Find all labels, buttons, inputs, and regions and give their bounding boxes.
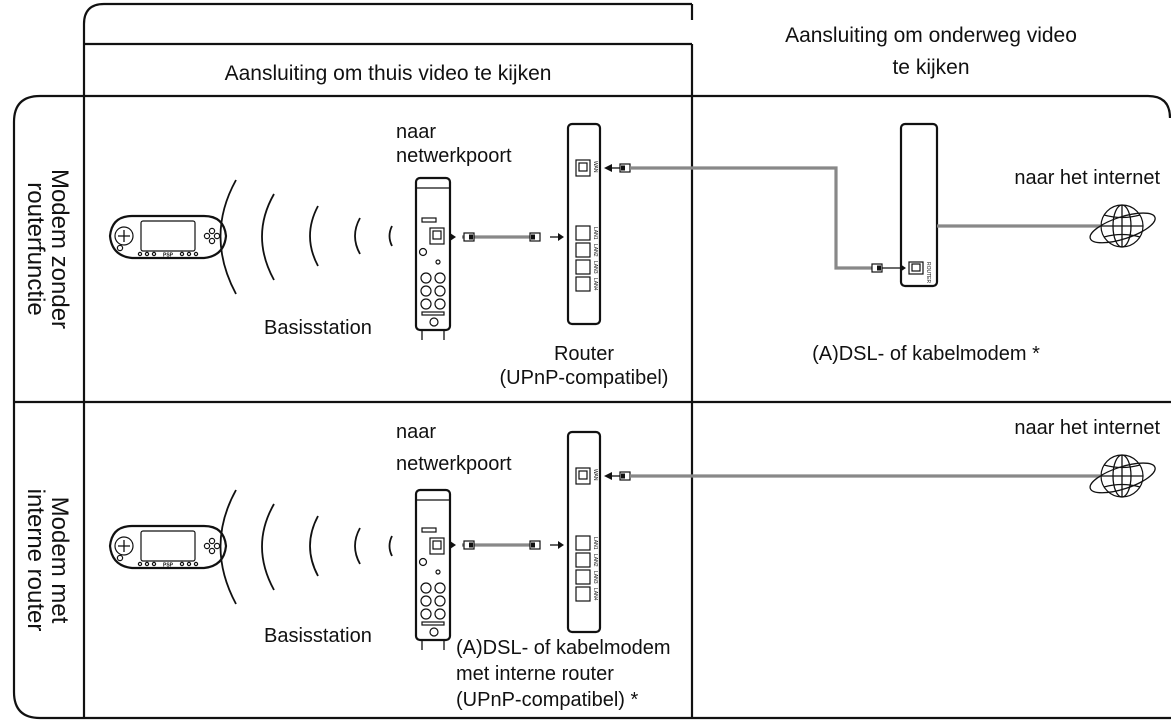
home-header: Aansluiting om thuis video te kijken [225, 62, 552, 85]
psp-console-icon [108, 524, 228, 570]
base-station-icon [414, 176, 452, 340]
svg-text:ROUTER: ROUTER [925, 262, 931, 284]
row1-side-label-line1: Modem zonder [46, 169, 73, 329]
svg-text:LAN4: LAN4 [592, 588, 598, 601]
router-icon: WAN LAN1 LAN2 LAN3 LAN4 [566, 122, 602, 326]
table-frame [12, 2, 1171, 720]
modem-router-icon: WAN LAN1 LAN2 LAN3 LAN4 [566, 430, 602, 634]
lan-cable [450, 232, 564, 242]
row2-internet-label: naar het internet [1014, 417, 1160, 439]
row1-port-label-line2: netwerkpoort [396, 145, 512, 167]
psp-console-icon [108, 214, 228, 260]
wireless-waves-icon [219, 179, 393, 295]
dsl-modem-icon: ROUTER [899, 122, 939, 288]
row2-port-label-line2: netwerkpoort [396, 453, 512, 475]
svg-text:LAN3: LAN3 [592, 261, 598, 274]
row1-basestation-label: Basisstation [264, 317, 372, 339]
lan-cable [450, 540, 564, 550]
row1-router-label-line1: Router [554, 343, 614, 365]
wan-cable [604, 163, 906, 273]
row2-side-label-line1: Modem met [46, 497, 73, 624]
row1-router-label-line2: (UPnP-compatibel) [500, 367, 669, 389]
wireless-waves-icon [219, 489, 393, 605]
row1-port-label-line1: naar [396, 121, 436, 143]
row2-port-label-line1: naar [396, 421, 436, 443]
row2-router-label-line3: (UPnP-compatibel) * [456, 689, 639, 711]
svg-text:LAN2: LAN2 [592, 554, 598, 567]
away-header-line2: te kijken [892, 56, 969, 79]
svg-text:LAN1: LAN1 [592, 537, 598, 550]
row2-router-label-line2: met interne router [456, 663, 614, 685]
svg-text:LAN1: LAN1 [592, 227, 598, 240]
svg-text:WAN: WAN [592, 469, 598, 481]
row1-side-label-line2: routerfunctie [22, 182, 49, 315]
svg-text:WAN: WAN [592, 161, 598, 173]
row2-side-label-line2: interne router [22, 489, 49, 632]
svg-text:LAN4: LAN4 [592, 278, 598, 291]
base-station-icon [414, 488, 452, 650]
row2-router-label-line1: (A)DSL- of kabelmodem [456, 637, 671, 659]
row1-internet-label: naar het internet [1014, 167, 1160, 189]
wan-cable [604, 471, 1100, 481]
svg-text:LAN3: LAN3 [592, 571, 598, 584]
row2-basestation-label: Basisstation [264, 625, 372, 647]
away-header-line1: Aansluiting om onderweg video [785, 24, 1077, 47]
svg-text:LAN2: LAN2 [592, 244, 598, 257]
row1-modem-label: (A)DSL- of kabelmodem * [812, 343, 1040, 365]
